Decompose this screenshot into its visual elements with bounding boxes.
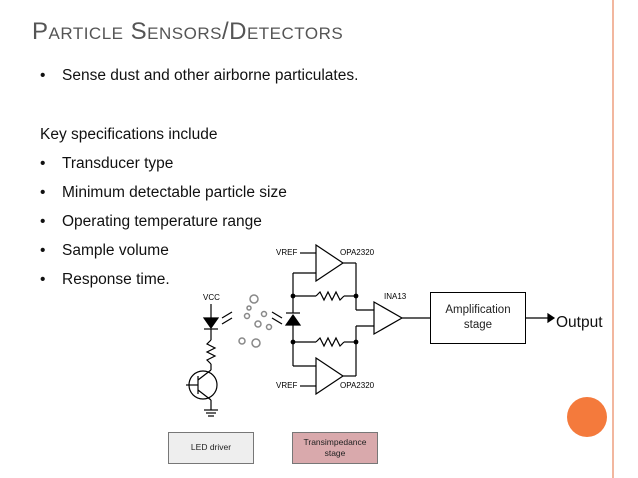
spec-item: • Transducer type xyxy=(40,155,173,173)
bullet-glyph: • xyxy=(40,155,46,172)
bullet-glyph: • xyxy=(40,67,46,84)
amp-label-line2: stage xyxy=(463,319,493,331)
accent-rule xyxy=(612,0,614,478)
tia-label-line1: Transimpedance xyxy=(303,437,367,447)
output-label: Output xyxy=(556,314,603,331)
vref-bottom-label: VREF xyxy=(276,381,298,390)
opamp-top xyxy=(315,243,345,283)
spec-text: Response time. xyxy=(62,271,170,288)
led-driver-box: LED driver xyxy=(168,432,254,464)
spec-item: • Minimum detectable particle size xyxy=(40,184,287,202)
bullet-glyph: • xyxy=(40,242,46,259)
photodiode-symbol xyxy=(284,313,302,326)
tia-label-line2: stage xyxy=(324,448,346,458)
spec-text: Transducer type xyxy=(62,155,174,172)
key-spec-heading: Key specifications include xyxy=(40,126,218,143)
spec-text: Operating temperature range xyxy=(62,213,262,230)
bullet-glyph: • xyxy=(40,271,46,288)
spec-item: • Response time. xyxy=(40,271,170,289)
spec-item: • Sample volume xyxy=(40,242,169,260)
opamp-top-label: OPA2320 xyxy=(340,248,375,257)
ina-amplifier xyxy=(373,300,404,336)
intro-text: Sense dust and other airborne particulat… xyxy=(62,67,359,84)
vcc-label: VCC xyxy=(203,293,220,302)
intro-bullet: • Sense dust and other airborne particula… xyxy=(40,67,358,85)
amp-label-line1: Amplification xyxy=(445,304,511,316)
opamp-bottom-label: OPA2320 xyxy=(340,381,375,390)
amplification-stage-box: Amplification stage xyxy=(430,292,526,344)
spec-text: Minimum detectable particle size xyxy=(62,184,287,201)
spec-text: Sample volume xyxy=(62,242,169,259)
decorative-circle xyxy=(567,397,607,437)
transimpedance-stage-box: Transimpedance stage xyxy=(292,432,378,464)
resistor-symbol xyxy=(205,339,217,365)
bullet-glyph: • xyxy=(40,184,46,201)
bullet-glyph: • xyxy=(40,213,46,230)
opamp-bottom xyxy=(315,356,345,396)
led-symbol xyxy=(202,317,220,330)
slide-title: Particle Sensors/Detectors xyxy=(32,18,344,45)
output-arrow xyxy=(547,312,556,324)
feedback-resistor-top xyxy=(315,290,345,302)
ina-label: INA13 xyxy=(384,292,407,301)
vref-top-label: VREF xyxy=(276,248,298,257)
feedback-resistor-bottom xyxy=(315,336,345,348)
spec-item: • Operating temperature range xyxy=(40,213,262,231)
led-driver-label: LED driver xyxy=(190,442,232,452)
